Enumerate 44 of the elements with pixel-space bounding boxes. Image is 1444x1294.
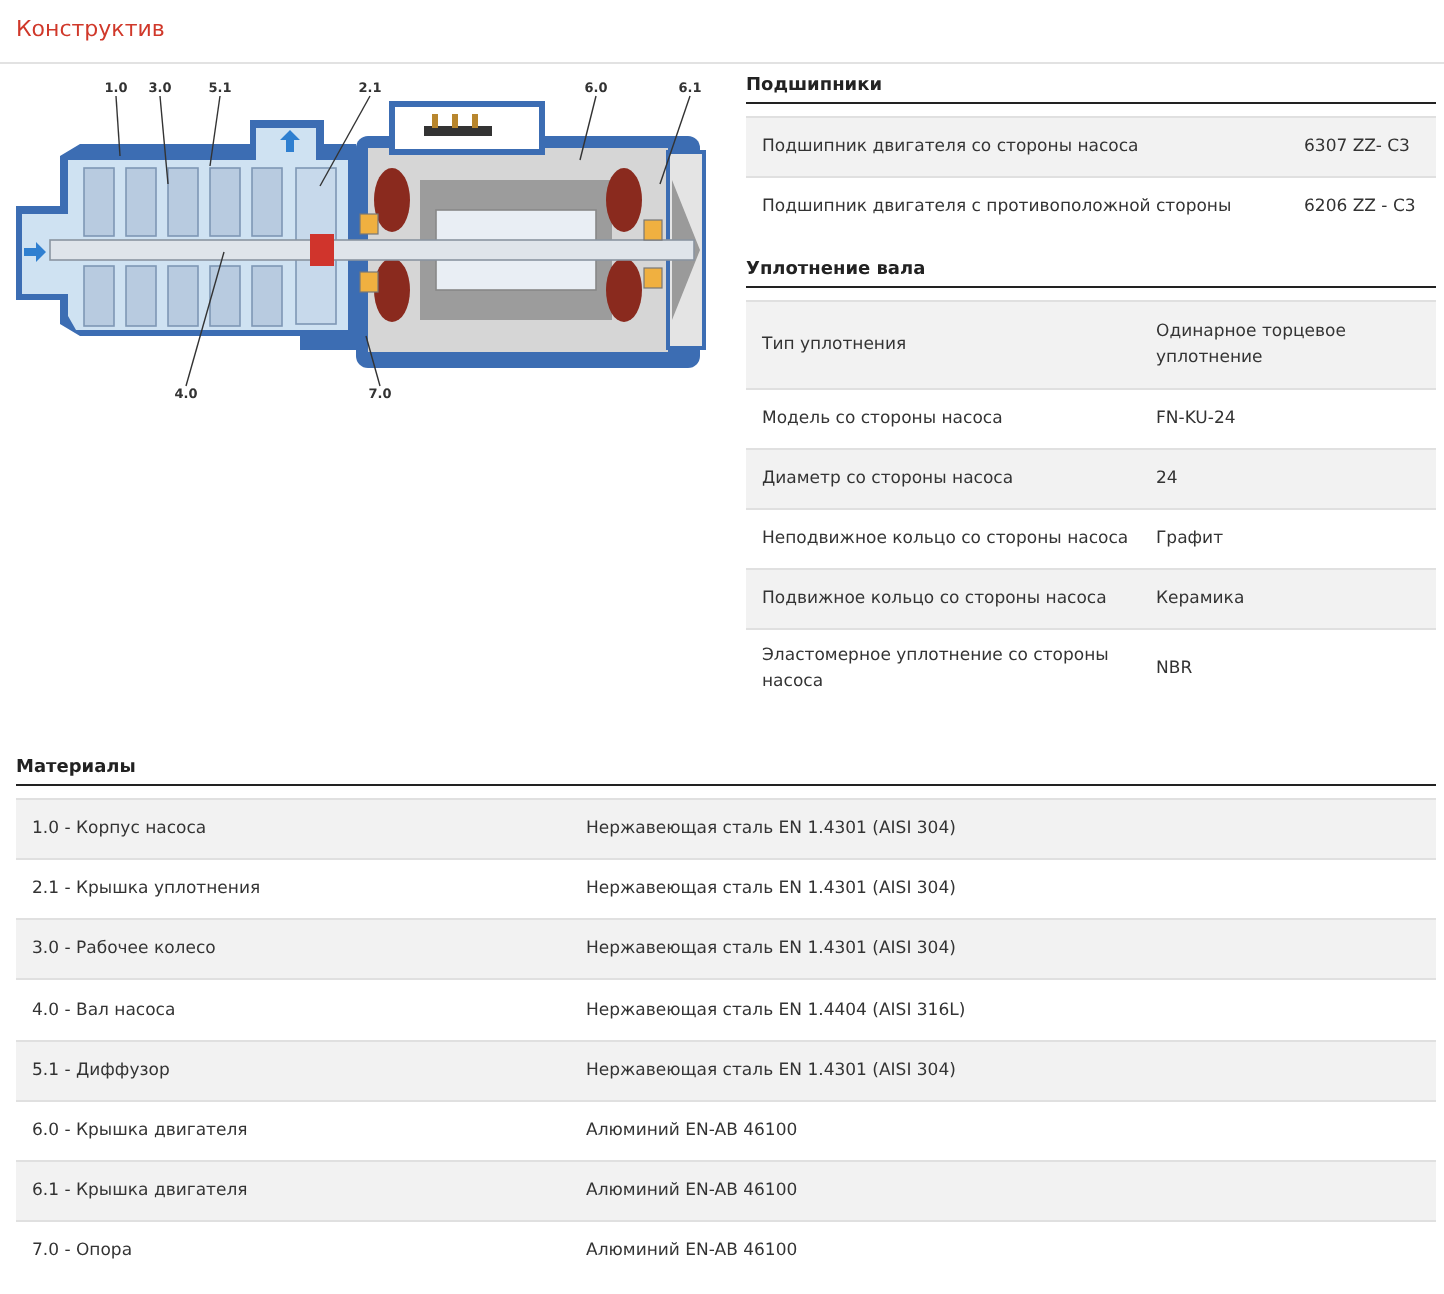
- row-label: Модель со стороны насоса: [762, 407, 1003, 433]
- leader-line: [159, 95, 169, 185]
- row-value: 6206 ZZ - C3: [1304, 195, 1416, 221]
- row-value: FN-KU-24: [1156, 407, 1236, 433]
- leader-line: [209, 95, 221, 167]
- row-value: Керамика: [1156, 587, 1245, 613]
- row-label: 7.0 - Опора: [32, 1239, 133, 1265]
- row-value: Одинарное торцевое уплотнение: [1156, 320, 1348, 372]
- row-label: Подвижное кольцо со стороны насоса: [762, 587, 1107, 613]
- row-label: 2.1 - Крышка уплотнения: [32, 877, 261, 903]
- section-heading: Уплотнение вала: [746, 260, 1436, 288]
- row-label: 6.0 - Крышка двигателя: [32, 1119, 248, 1145]
- row-label: 1.0 - Корпус насоса: [32, 817, 207, 843]
- leader-line: [319, 95, 371, 187]
- row-label: Диаметр со стороны насоса: [762, 467, 1014, 493]
- row-label: 3.0 - Рабочее колесо: [32, 937, 216, 963]
- row-value: Графит: [1156, 527, 1224, 553]
- leader-line: [185, 251, 225, 387]
- row-label: 4.0 - Вал насоса: [32, 998, 176, 1024]
- row-label: Тип уплотнения: [762, 333, 907, 359]
- row-value: Нержавеющая сталь EN 1.4301 (AISI 304): [586, 937, 956, 963]
- row-label: Подшипник двигателя с противоположной стороны: [762, 195, 1232, 221]
- row-value: Нержавеющая сталь EN 1.4301 (AISI 304): [586, 1059, 956, 1085]
- row-value: 24: [1156, 467, 1178, 493]
- page-title: Конструктив: [16, 16, 165, 42]
- row-label: 5.1 - Диффузор: [32, 1059, 170, 1085]
- row-label: Подшипник двигателя со стороны насоса: [762, 135, 1139, 161]
- leader-line: [579, 95, 597, 161]
- row-label: 6.1 - Крышка двигателя: [32, 1179, 248, 1205]
- row-value: Нержавеющая сталь EN 1.4404 (AISI 316L): [586, 998, 966, 1024]
- leader-line: [659, 95, 691, 185]
- row-label: Эластомерное уплотнение со стороны насоса: [762, 644, 1111, 696]
- row-value: Нержавеющая сталь EN 1.4301 (AISI 304): [586, 817, 956, 843]
- leader-line: [365, 335, 381, 387]
- row-value: Алюминий EN-AB 46100: [586, 1179, 798, 1205]
- row-value: 6307 ZZ- C3: [1304, 135, 1410, 161]
- row-value: NBR: [1156, 657, 1193, 683]
- row-value: Алюминий EN-AB 46100: [586, 1239, 798, 1265]
- row-label: Неподвижное кольцо со стороны насоса: [762, 527, 1129, 553]
- row-value: Нержавеющая сталь EN 1.4301 (AISI 304): [586, 877, 956, 903]
- leader-line: [115, 95, 121, 157]
- section-heading: Подшипники: [746, 76, 1436, 104]
- row-value: Алюминий EN-AB 46100: [586, 1119, 798, 1145]
- section-heading: Материалы: [16, 758, 1436, 786]
